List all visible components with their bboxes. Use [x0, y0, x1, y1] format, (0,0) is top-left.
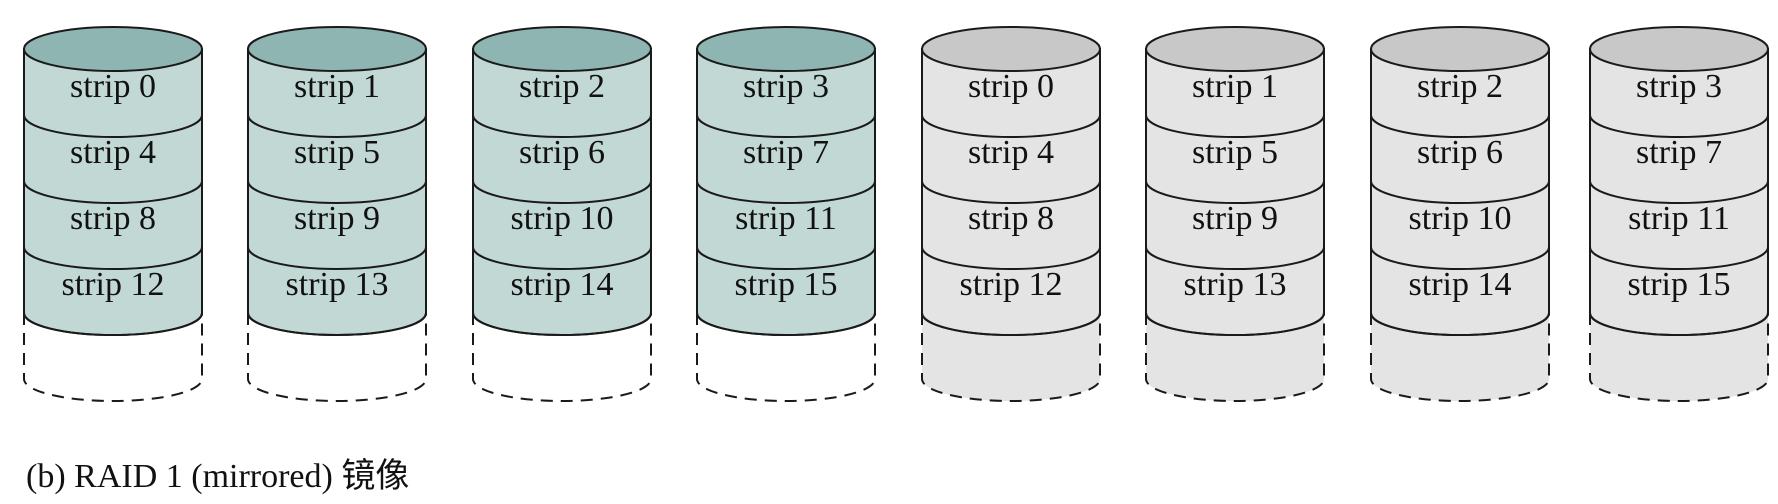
- figure-caption: (b) RAID 1 (mirrored) 镜像: [26, 458, 410, 495]
- strip-label: strip 4: [70, 134, 156, 171]
- disk-empty-region: [697, 313, 875, 401]
- strip-label: strip 7: [1636, 134, 1722, 171]
- disk-top: [1370, 26, 1550, 72]
- strip-divider: [1145, 180, 1325, 204]
- strip-label: strip 12: [62, 266, 165, 303]
- strip-label: strip 5: [1192, 134, 1278, 171]
- strip-divider: [23, 114, 203, 138]
- strip-label: strip 15: [735, 266, 838, 303]
- strip-label: strip 13: [286, 266, 389, 303]
- strip-divider: [1589, 114, 1769, 138]
- mirror-disk: strip 3 strip 7 strip 11 strip 15: [1589, 26, 1769, 402]
- strip-divider: [921, 114, 1101, 138]
- disk-empty-outline: [1145, 313, 1325, 402]
- disk-top: [472, 26, 652, 72]
- strip-divider: [1370, 312, 1550, 336]
- strip-label: strip 4: [968, 134, 1054, 171]
- disk-empty-region: [922, 313, 1100, 401]
- strip-label: strip 11: [1628, 200, 1730, 237]
- strip-divider: [1589, 246, 1769, 270]
- strip-divider: [1589, 312, 1769, 336]
- primary-disk: strip 0 strip 4 strip 8 strip 12: [23, 26, 203, 402]
- strip-label: strip 9: [294, 200, 380, 237]
- disk-top: [247, 26, 427, 72]
- strip-divider: [1145, 246, 1325, 270]
- strip-divider: [23, 246, 203, 270]
- strip-label: strip 9: [1192, 200, 1278, 237]
- disk-empty-region: [1146, 313, 1324, 401]
- strip-divider: [696, 246, 876, 270]
- strip-label: strip 6: [519, 134, 605, 171]
- strip-label: strip 2: [519, 68, 605, 105]
- strip-label: strip 3: [743, 68, 829, 105]
- disk-empty-region: [1371, 313, 1549, 401]
- mirror-disk: strip 2 strip 6 strip 10 strip 14: [1370, 26, 1550, 402]
- strip-label: strip 11: [735, 200, 837, 237]
- strip-label: strip 12: [960, 266, 1063, 303]
- strip-divider: [23, 180, 203, 204]
- disk-empty-region: [1590, 313, 1768, 401]
- strip-label: strip 14: [511, 266, 614, 303]
- strip-label: strip 15: [1628, 266, 1731, 303]
- strip-label: strip 8: [70, 200, 156, 237]
- strip-label: strip 0: [968, 68, 1054, 105]
- strip-label: strip 7: [743, 134, 829, 171]
- disk-empty-outline: [472, 313, 652, 402]
- strip-divider: [247, 246, 427, 270]
- strip-label: strip 5: [294, 134, 380, 171]
- strip-divider: [1145, 114, 1325, 138]
- disk-empty-outline: [1589, 313, 1769, 402]
- strip-divider: [696, 180, 876, 204]
- strip-divider: [1145, 312, 1325, 336]
- strip-label: strip 3: [1636, 68, 1722, 105]
- disk-top: [696, 26, 876, 72]
- strip-label: strip 2: [1417, 68, 1503, 105]
- primary-disk: strip 3 strip 7 strip 11 strip 15: [696, 26, 876, 402]
- mirror-disk: strip 0 strip 4 strip 8 strip 12: [921, 26, 1101, 402]
- disk-empty-outline: [696, 313, 876, 402]
- strip-divider: [921, 246, 1101, 270]
- strip-divider: [472, 180, 652, 204]
- strip-divider: [1589, 180, 1769, 204]
- strip-divider: [472, 312, 652, 336]
- primary-disk: strip 2 strip 6 strip 10 strip 14: [472, 26, 652, 402]
- disk-empty-outline: [247, 313, 427, 402]
- strip-label: strip 8: [968, 200, 1054, 237]
- strip-divider: [472, 246, 652, 270]
- mirror-disk: strip 1 strip 5 strip 9 strip 13: [1145, 26, 1325, 402]
- strip-label: strip 10: [511, 200, 614, 237]
- strip-divider: [247, 180, 427, 204]
- strip-divider: [1370, 246, 1550, 270]
- strip-divider: [921, 180, 1101, 204]
- disk-top: [23, 26, 203, 72]
- strip-label: strip 13: [1184, 266, 1287, 303]
- strip-divider: [696, 114, 876, 138]
- disk-empty-outline: [1370, 313, 1550, 402]
- strip-label: strip 10: [1409, 200, 1512, 237]
- strip-divider: [1370, 114, 1550, 138]
- disk-empty-outline: [921, 313, 1101, 402]
- strip-divider: [696, 312, 876, 336]
- strip-label: strip 0: [70, 68, 156, 105]
- disk-empty-region: [473, 313, 651, 401]
- disk-top: [1589, 26, 1769, 72]
- disk-empty-outline: [23, 313, 203, 402]
- strip-divider: [921, 312, 1101, 336]
- strip-divider: [247, 114, 427, 138]
- strip-label: strip 1: [1192, 68, 1278, 105]
- disk-top: [921, 26, 1101, 72]
- disk-top: [1145, 26, 1325, 72]
- disk-empty-region: [24, 313, 202, 401]
- disk-empty-region: [248, 313, 426, 401]
- strip-divider: [23, 312, 203, 336]
- strip-label: strip 6: [1417, 134, 1503, 171]
- strip-divider: [472, 114, 652, 138]
- strip-label: strip 14: [1409, 266, 1512, 303]
- strip-divider: [247, 312, 427, 336]
- strip-label: strip 1: [294, 68, 380, 105]
- strip-divider: [1370, 180, 1550, 204]
- primary-disk: strip 1 strip 5 strip 9 strip 13: [247, 26, 427, 402]
